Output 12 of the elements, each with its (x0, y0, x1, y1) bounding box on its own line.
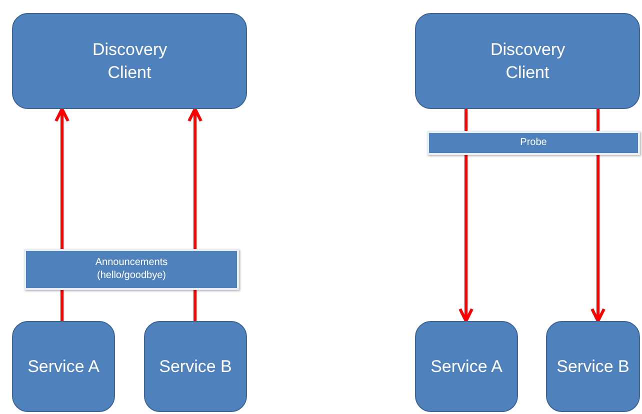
component-box: Service A (12, 321, 115, 412)
message-band: Probe (427, 131, 640, 155)
component-box: Discovery Client (415, 13, 640, 109)
component-box: Discovery Client (12, 13, 247, 109)
component-box: Service B (144, 321, 247, 412)
component-box: Service A (415, 321, 518, 412)
arrow (590, 155, 606, 322)
message-band: Announcements (hello/goodbye) (24, 249, 239, 290)
component-box: Service B (546, 321, 640, 412)
arrow (458, 155, 474, 322)
arrow (54, 108, 70, 249)
arrow (188, 108, 202, 249)
